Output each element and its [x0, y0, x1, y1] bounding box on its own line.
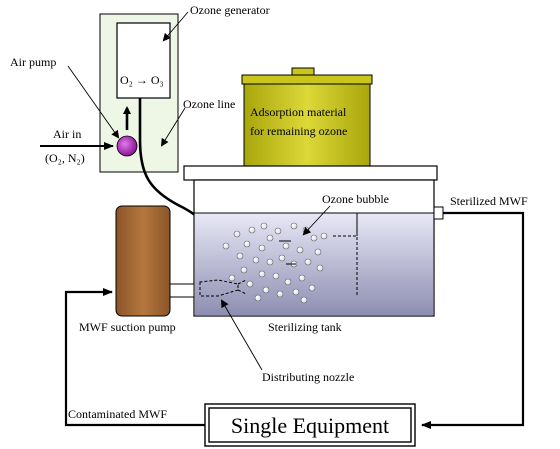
o2-to-o3-label: O₂ → O₃	[120, 73, 164, 87]
adsorption-label-line2: for remaining ozone	[250, 124, 347, 138]
contaminated-mwf-label: Contaminated MWF	[68, 407, 167, 421]
air-in-label: Air in	[53, 127, 81, 141]
adsorption-label-line1: Adsorption material	[250, 105, 347, 119]
air-pump-leader	[67, 65, 120, 139]
pump-to-tank-pipe	[169, 283, 195, 298]
adsorption-container	[241, 67, 373, 167]
single-equipment-label: Single Equipment	[231, 413, 389, 438]
bubble-markers	[279, 240, 296, 265]
air-composition-label: (O₂, N₂)	[45, 151, 85, 165]
mwf-suction-pump-label: MWF suction pump	[79, 320, 176, 334]
distributing-nozzle-leader	[220, 299, 263, 371]
contaminated-mwf-line	[64, 288, 205, 427]
mwf-suction-pump	[115, 205, 171, 317]
ozone-line-leader	[160, 107, 186, 147]
tank-outlet-port	[433, 206, 444, 220]
tank-baffle	[333, 235, 358, 296]
ozone-line-label: Ozone line	[183, 97, 235, 111]
air-pump-icon	[116, 135, 138, 157]
sterilizing-tank-label: Sterilizing tank	[268, 320, 342, 334]
ozone-bubbles	[222, 222, 328, 304]
ozone-generator-leader	[162, 11, 189, 42]
distributing-nozzle	[199, 279, 247, 297]
single-equipment-box-inner	[208, 407, 412, 443]
sterilized-mwf-label: Sterilized MWF	[450, 194, 528, 208]
ozone-bubble-label: Ozone bubble	[322, 192, 389, 206]
ozone-generator-label: Ozone generator	[190, 3, 270, 17]
ozone-bubble-leader	[302, 205, 331, 236]
distributing-nozzle-label: Distributing nozzle	[262, 370, 354, 384]
tank-lid	[183, 165, 438, 181]
ozone-generator-box	[116, 22, 171, 99]
tank-liquid	[195, 213, 433, 315]
air-pump-label: Air pump	[10, 55, 56, 69]
sterilized-mwf-return-line	[421, 211, 525, 429]
